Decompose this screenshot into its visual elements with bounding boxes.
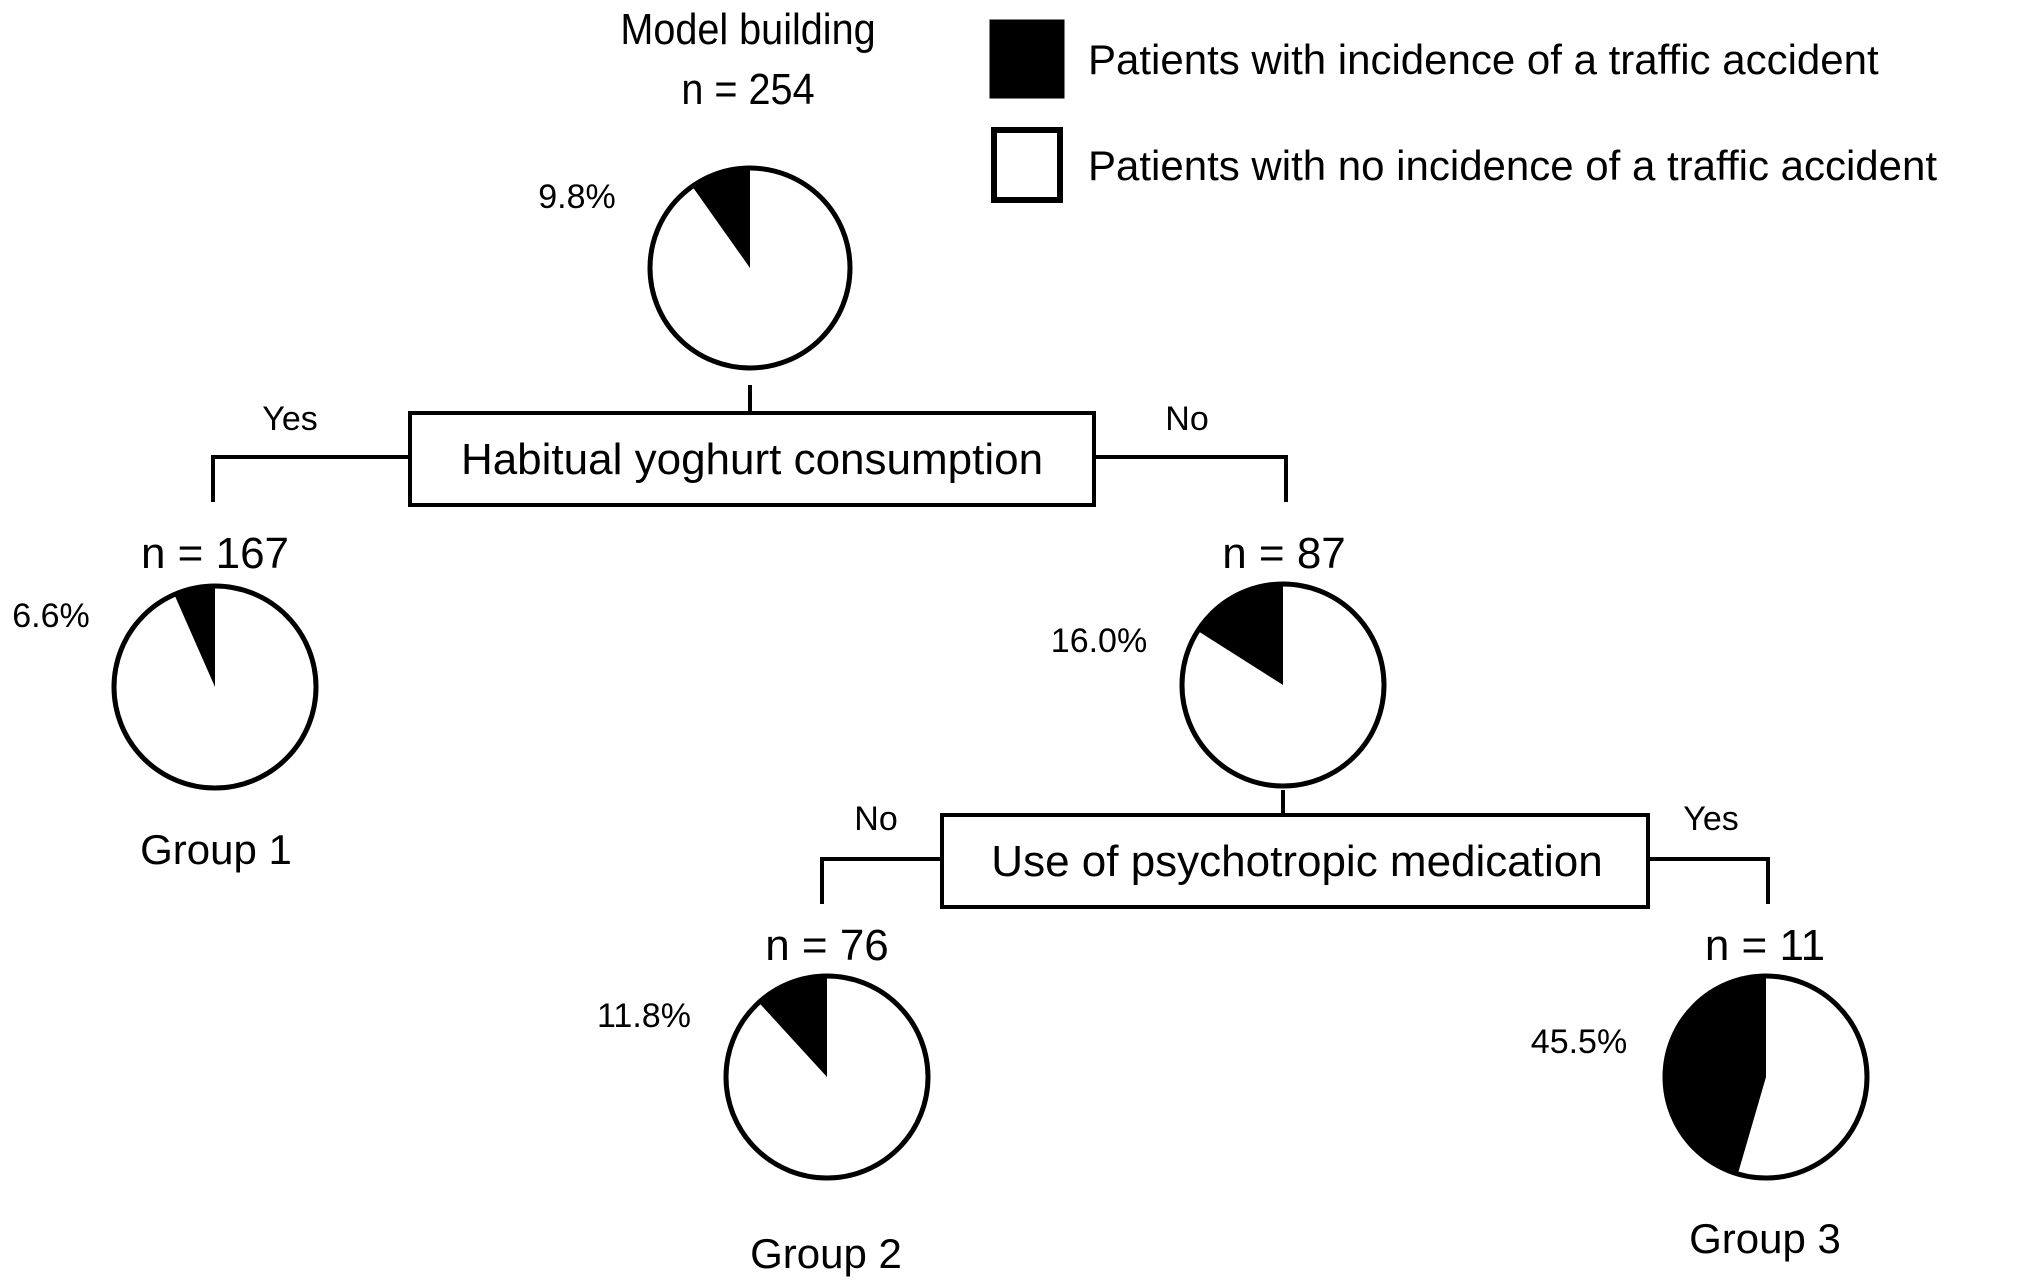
legend-label-accident: Patients with incidence of a traffic acc… [1088, 36, 1879, 83]
group-3-pct-label: 45.5% [1531, 1023, 1627, 1061]
node-group-3: n = 11 45.5% Group 3 [1531, 921, 1870, 1262]
group-1-pie-outline [111, 583, 319, 791]
group-1-pie-accident-slice [174, 586, 215, 687]
node-no-n-label: n = 87 [1222, 529, 1346, 578]
group-3-n-label: n = 11 [1705, 921, 1825, 970]
root-title: Model building [620, 4, 875, 53]
split2-left-branch-label: No [854, 800, 897, 838]
group-2-pie-outline [723, 973, 931, 1181]
legend-label-no-accident: Patients with no incidence of a traffic … [1088, 142, 1937, 189]
node-no-pie-outline [1179, 581, 1387, 789]
split1-box [408, 411, 1096, 507]
group-2-pie [723, 973, 931, 1181]
root-node: Model building n = 254 9.8% [538, 4, 876, 371]
group-3-pie [1662, 973, 1870, 1181]
group-1-pct-label: 6.6% [12, 597, 90, 635]
group-2-pie-accident-slice [758, 976, 827, 1077]
group-1-n-label: n = 167 [141, 529, 289, 578]
split1-right-branch-line [1094, 455, 1288, 502]
node-no-pie [1179, 581, 1387, 789]
split1-left-branch-label: Yes [262, 400, 317, 438]
legend: Patients with incidence of a traffic acc… [989, 19, 1937, 203]
group-1-pie [111, 583, 319, 791]
node-no-pct-label: 16.0% [1051, 622, 1147, 660]
group-2-pct-label: 11.8% [597, 997, 691, 1035]
node-group-2: n = 76 11.8% Group 2 [597, 921, 931, 1277]
split1-label: Habitual yoghurt consumption [461, 435, 1043, 484]
group-1-label: Group 1 [140, 826, 292, 873]
root-pct-label: 9.8% [538, 178, 616, 216]
group-2-n-label: n = 76 [765, 921, 889, 970]
split2: Use of psychotropic medication No Yes [820, 800, 1770, 909]
split1-right-branch-label: No [1165, 400, 1208, 438]
split2-right-branch-label: Yes [1683, 800, 1738, 838]
legend-swatch-accident [989, 19, 1065, 99]
root-n-label: n = 254 [681, 64, 814, 113]
split2-label: Use of psychotropic medication [991, 837, 1602, 886]
root-pie-accident-slice [692, 168, 750, 268]
group-3-pie-accident-slice [1665, 976, 1766, 1174]
root-pie-outline [647, 165, 853, 371]
group-3-pie-outline [1662, 973, 1870, 1181]
split1-left-branch-line [211, 455, 408, 502]
group-2-label: Group 2 [750, 1230, 902, 1277]
root-pie [647, 165, 853, 371]
node-no-yoghurt: n = 87 16.0% [1051, 529, 1387, 789]
node-group-1: n = 167 6.6% Group 1 [12, 529, 319, 873]
split2-box [940, 813, 1650, 909]
legend-swatch-no-accident [991, 127, 1063, 203]
split2-left-branch-line [820, 857, 940, 904]
group-3-label: Group 3 [1689, 1215, 1841, 1262]
split1: Habitual yoghurt consumption Yes No [211, 400, 1288, 507]
split2-right-branch-line [1648, 857, 1770, 904]
